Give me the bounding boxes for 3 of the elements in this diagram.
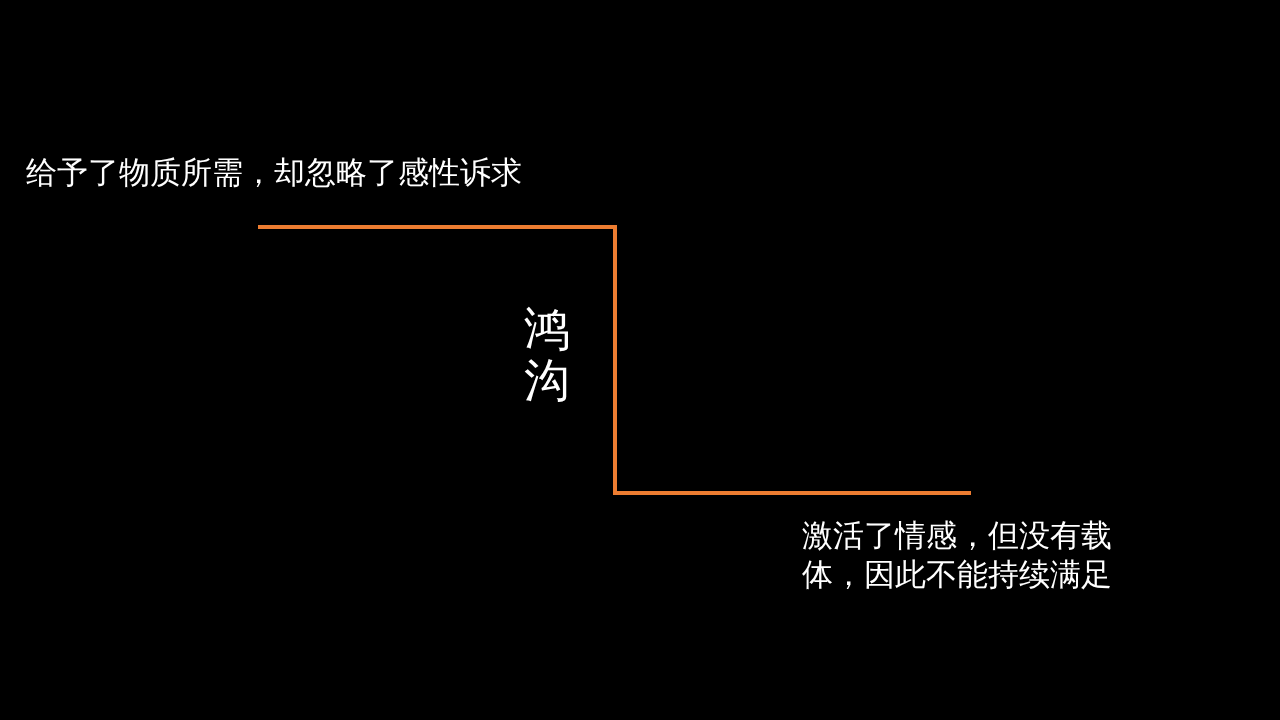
caption-text: 给予了物质所需，却忽略了感性诉求 <box>26 154 523 192</box>
vertical-title: 鸿沟 <box>524 304 570 406</box>
caption-text: 激活了情感，但没有载体，因此不能持续满足 <box>802 516 1113 594</box>
